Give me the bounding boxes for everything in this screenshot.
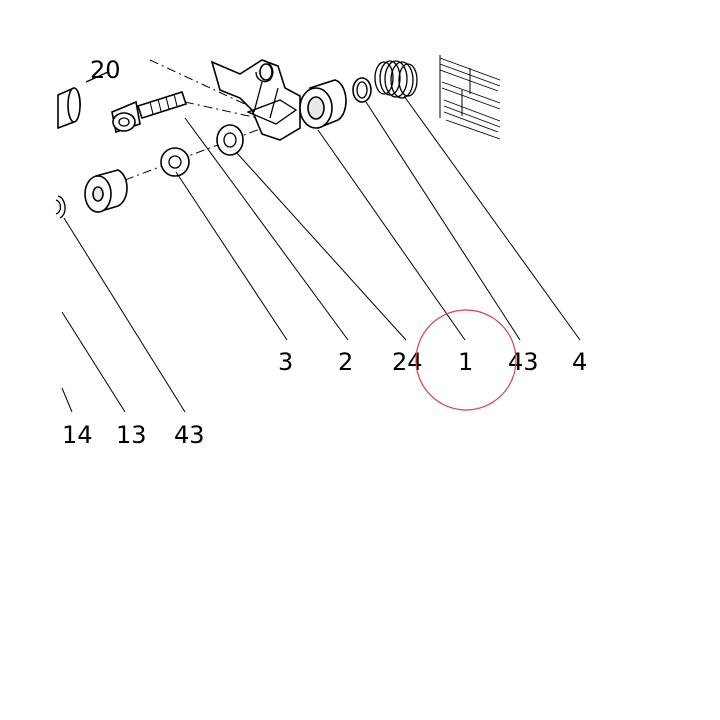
part-43-oring-right [352,77,372,103]
part-3-washer [160,147,190,177]
callout-labels: 20 3 2 24 1 43 4 14 13 43 [62,56,587,449]
part-2-bolt [111,90,188,134]
callout-20: 20 [90,56,121,84]
part-13-spacer [84,169,128,214]
highlight-circle [415,309,517,411]
leader-lines [61,95,581,413]
part-4-spring [374,60,418,99]
part-24-washer [216,124,244,156]
part-20-bushing [57,71,109,130]
part-1-sleeve [299,79,347,130]
wall-hatching [439,55,501,140]
callout-4: 4 [572,348,587,376]
callout-14: 14 [62,421,93,449]
callout-2: 2 [338,348,353,376]
part-43-oring-left [55,195,66,219]
callout-1: 1 [458,348,473,376]
callout-13: 13 [116,421,147,449]
callout-43-right: 43 [508,348,539,376]
bracket-housing [210,59,301,141]
callout-43-left: 43 [174,421,205,449]
callout-3: 3 [278,348,293,376]
